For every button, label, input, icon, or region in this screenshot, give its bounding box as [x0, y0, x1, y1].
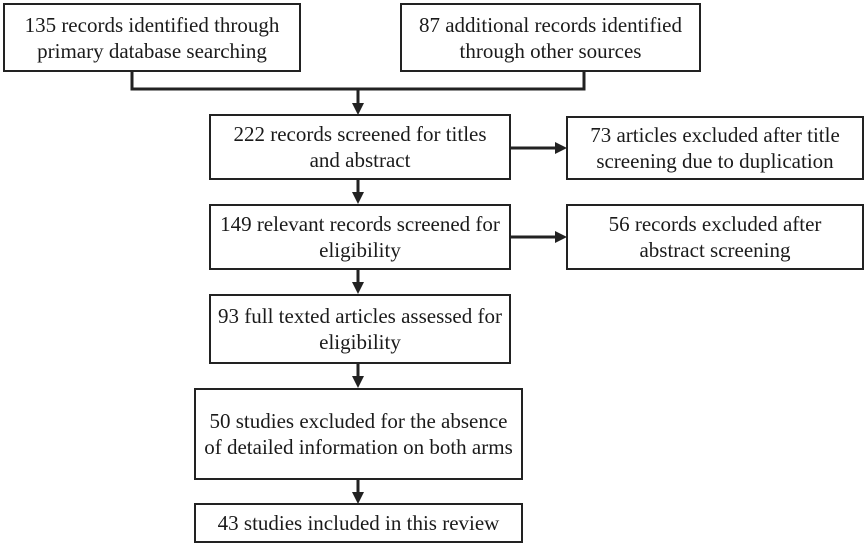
label-excluded-no-info: 50 studies excluded for the absence of d…: [204, 409, 513, 459]
box-included: 43 studies included in this review: [194, 503, 523, 543]
box-excluded-duplicates: 73 articles excluded after title screeni…: [566, 116, 864, 180]
box-excluded-abstract: 56 records excluded after abstract scree…: [566, 204, 864, 270]
arrowhead-to-excluded-no-info: [352, 376, 364, 388]
label-included: 43 studies included in this review: [217, 511, 500, 535]
arrowhead-to-fulltext: [352, 282, 364, 294]
label-excluded-duplicates: 73 articles excluded after title screeni…: [590, 123, 840, 173]
label-screened: 222 records screened for titles and abst…: [233, 122, 487, 172]
box-primary-search: 135 records identified through primary d…: [3, 3, 301, 72]
label-full-text: 93 full texted articles assessed for eli…: [218, 304, 502, 354]
label-other-sources: 87 additional records identified through…: [418, 12, 682, 63]
arrowhead-to-eligibility: [352, 192, 364, 204]
box-other-sources: 87 additional records identified through…: [400, 3, 701, 72]
box-screened: 222 records screened for titles and abst…: [209, 114, 511, 180]
label-excluded-abstract: 56 records excluded after abstract scree…: [608, 212, 822, 262]
box-full-text: 93 full texted articles assessed for eli…: [209, 294, 511, 364]
label-eligibility: 149 relevant records screened for eligib…: [220, 212, 500, 262]
box-eligibility: 149 relevant records screened for eligib…: [209, 204, 511, 270]
box-excluded-no-info: 50 studies excluded for the absence of d…: [194, 388, 523, 480]
label-primary-search: 135 records identified through primary d…: [24, 12, 280, 63]
